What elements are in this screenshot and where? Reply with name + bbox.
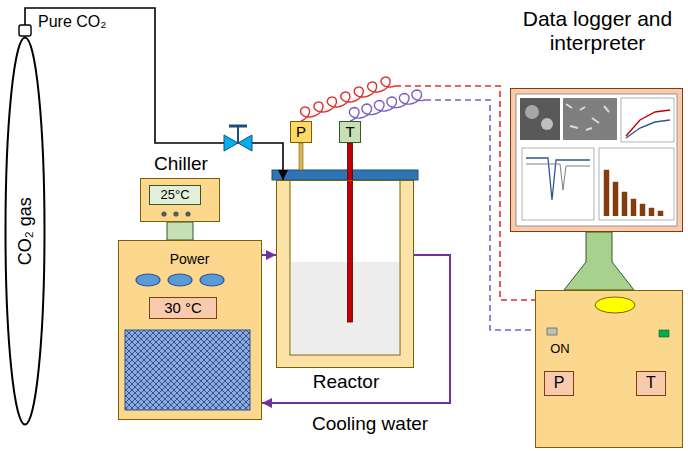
plot-line: [526, 164, 590, 190]
text-box: 25°C: [150, 186, 200, 204]
coiled-cable: [349, 90, 425, 121]
reactor: Reactor: [276, 180, 414, 368]
text-box: 30 °C: [150, 298, 216, 318]
channel-button: T: [636, 371, 666, 396]
chiller-base-fill: [118, 240, 262, 420]
monitor: Data logger and interpreter: [510, 88, 683, 232]
plot-thumbnail: [522, 148, 594, 220]
micrograph: [520, 98, 560, 140]
chiller-body: Power 30 °C: [118, 240, 262, 420]
node-text: CO₂ gas: [15, 197, 36, 265]
monitor-frame: [510, 88, 683, 232]
channel-button: P: [544, 371, 574, 396]
node-text: Data logger and interpreter: [506, 7, 688, 55]
signal-cable: [425, 100, 535, 330]
text-box: Power: [119, 249, 260, 269]
text-box: P: [291, 122, 311, 142]
valve-stem: [237, 126, 239, 143]
control-button: [136, 274, 160, 286]
micrograph: [541, 118, 553, 130]
pressure-sensor: P: [290, 121, 312, 143]
indicator-dot: [185, 211, 190, 216]
temperature-probe: [348, 143, 353, 322]
logger-body-fill: [535, 290, 683, 448]
pressure-stem: [299, 143, 303, 170]
chiller-neck: [167, 222, 193, 240]
plot-line: [526, 158, 590, 200]
line-label-box: Cooling water: [280, 411, 460, 437]
node-text: Power: [170, 251, 210, 267]
control-button: [168, 274, 192, 286]
indicator-lamp: [595, 297, 635, 313]
text-box: Reactor: [267, 371, 425, 393]
reactor-liquid: [291, 262, 399, 354]
node-text: 25°C: [160, 188, 189, 203]
text-box: Data logger and interpreter: [506, 5, 688, 57]
text-box: Chiller: [121, 153, 241, 175]
text-box: ON: [542, 340, 578, 358]
reactor-vessel: [290, 180, 400, 355]
valve-handle: [229, 125, 247, 128]
text-box: T: [340, 122, 360, 142]
plot-thumbnail: [599, 148, 674, 220]
gas-cylinder: CO₂ gas: [4, 36, 46, 426]
node-text: Reactor: [313, 371, 380, 393]
reactor-lid: [272, 170, 418, 180]
control-button: [200, 274, 224, 286]
valve-body: [238, 135, 252, 151]
node-text: 30 °C: [164, 299, 202, 316]
chiller-top-fill: [140, 178, 220, 222]
cooling-water-line: [262, 250, 276, 260]
text-box: CO₂ gas: [4, 36, 46, 426]
temperature-display: 25°C: [149, 185, 201, 205]
arrowhead: [262, 398, 272, 408]
node-text: T: [646, 374, 656, 392]
valve-body: [224, 135, 238, 151]
line-label: Cooling water: [310, 413, 430, 435]
line-label-box: Pure CO₂: [36, 11, 126, 33]
micrograph: [566, 104, 609, 130]
arrowhead: [266, 250, 276, 260]
temperature-display: 30 °C: [149, 297, 217, 319]
node-text: P: [296, 123, 306, 140]
text-box: P: [545, 372, 573, 395]
text-box: T: [637, 372, 665, 395]
cooling-water-line: [262, 255, 450, 403]
plot-line: [626, 120, 670, 138]
node-text: T: [345, 123, 354, 140]
micrograph: [563, 98, 617, 140]
indicator-dot: [173, 211, 178, 216]
cylinder-valve: [19, 25, 31, 36]
node-text: P: [554, 374, 565, 392]
monitor-stand: [564, 232, 634, 290]
signal-cable: [349, 90, 535, 330]
cylinder-body: [6, 38, 45, 425]
plot-thumbnail: [621, 98, 674, 142]
signal-cable: [395, 86, 535, 300]
indicator-dot: [161, 211, 166, 216]
logger-unit: ON P T: [535, 290, 683, 448]
temperature-sensor: T: [339, 121, 361, 143]
plot-line: [626, 110, 670, 136]
cooling-water-line: [262, 255, 450, 408]
status-led: [659, 330, 669, 337]
line-label: Pure CO₂: [36, 13, 108, 31]
arrowhead: [278, 170, 288, 180]
power-switch: [547, 328, 557, 335]
vent-grille: [125, 330, 250, 410]
chiller-head: Chiller25°C: [140, 178, 220, 222]
signal-cable: [301, 77, 536, 300]
node-text: ON: [550, 342, 570, 357]
gas-line: [25, 8, 288, 180]
coiled-cable: [301, 77, 396, 121]
gas-line: [25, 8, 283, 180]
monitor-screen: [516, 94, 677, 226]
micrograph: [525, 105, 539, 119]
node-text: Chiller: [154, 153, 208, 175]
bar-chart: [604, 170, 663, 216]
reactor-wall: [276, 180, 414, 368]
